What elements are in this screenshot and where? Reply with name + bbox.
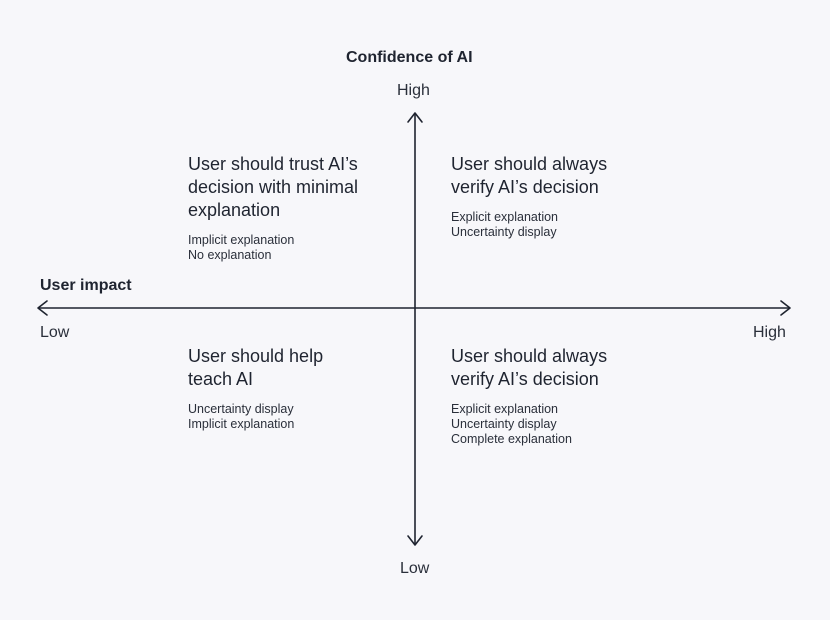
quadrant-title-line: decision with minimal [188,177,359,197]
quadrant-title-line: User should trust AI’s [188,154,358,174]
quadrant-title: User should help teach AI [188,345,323,391]
quadrant-item: Uncertainty display [451,417,557,431]
quadrant-item-list: Uncertainty display Implicit explanation [188,402,323,432]
horizontal-axis-arrow-right [780,300,791,316]
quadrant-title: User should always verify AI’s decision [451,153,607,199]
quadrant-title-line: User should always [451,346,608,366]
quadrant-item: Uncertainty display [188,402,294,416]
horizontal-axis-low-label: Low [40,324,70,341]
quadrant-item-list: Implicit explanation No explanation [188,233,358,263]
quadrant-title: User should always verify AI’s decision [451,345,607,391]
quadrant-title-line: verify AI’s decision [451,369,599,389]
horizontal-axis-title: User impact [40,277,132,294]
quadrant-top-right: User should always verify AI’s decision … [451,153,607,240]
quadrant-title-line: verify AI’s decision [451,177,599,197]
quadrant-title-line: User should help [188,346,324,366]
quadrant-title-line: teach AI [188,369,254,389]
vertical-axis-title: Confidence of AI [346,49,473,66]
quadrant-title-line: explanation [188,200,281,220]
quadrant-bottom-right: User should always verify AI’s decision … [451,345,607,447]
vertical-axis-arrow-down [407,535,423,546]
quadrant-title-line: User should always [451,154,608,174]
vertical-axis-arrow-up [407,112,423,123]
quadrant-item: Implicit explanation [188,233,295,247]
vertical-axis-low-label: Low [400,560,430,577]
horizontal-axis-arrow-left [37,300,48,316]
quadrant-item-list: Explicit explanation Uncertainty display [451,210,607,240]
quadrant-item-list: Explicit explanation Uncertainty display… [451,402,607,447]
quadrant-item: Explicit explanation [451,210,559,224]
quadrant-item: Complete explanation [451,432,572,446]
quadrant-bottom-left: User should help teach AI Uncertainty di… [188,345,323,432]
quadrant-title: User should trust AI’s decision with min… [188,153,358,222]
quadrant-item: Implicit explanation [188,417,295,431]
quadrant-item: Explicit explanation [451,402,559,416]
quadrant-item: Uncertainty display [451,225,557,239]
quadrant-top-left: User should trust AI’s decision with min… [188,153,358,263]
quadrant-item: No explanation [188,248,272,262]
horizontal-axis-high-label: High [753,324,786,341]
vertical-axis-high-label: High [397,82,430,99]
